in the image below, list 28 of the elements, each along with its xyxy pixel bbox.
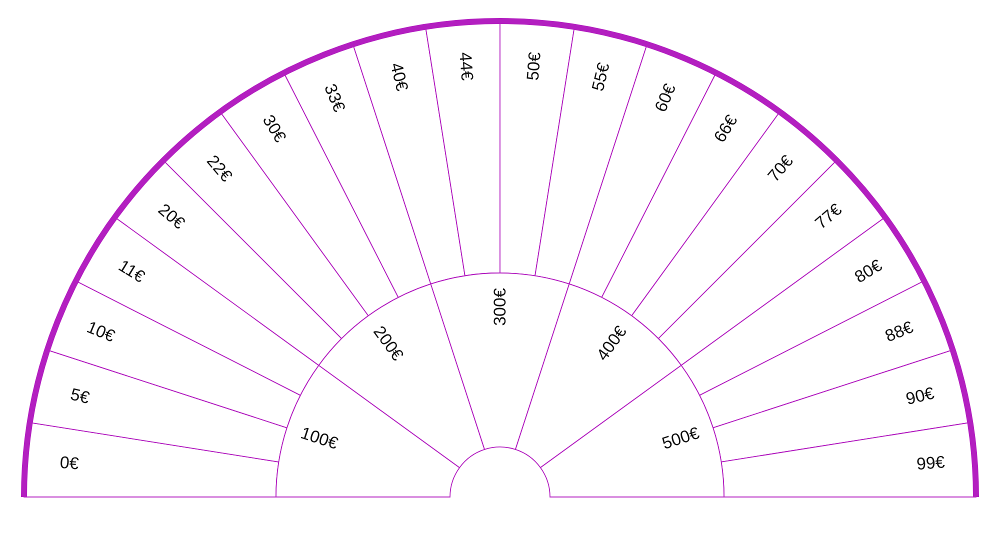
value-label: 100€ [298,423,340,454]
value-label: 0€ [59,452,80,474]
dial-sector [276,364,460,498]
value-label: 66€ [710,112,742,146]
value-label: 44€ [456,51,477,82]
dial-sector [24,422,280,498]
value-label: 99€ [916,452,946,474]
dial-sector [540,364,724,498]
value-label: 77€ [812,200,846,233]
value-label: 5€ [68,384,92,408]
value-label: 90€ [904,384,936,409]
value-label: 88€ [882,317,916,346]
dial-sector [430,273,570,450]
value-label: 70€ [764,152,797,186]
value-label: 11€ [115,256,148,286]
value-label: 55€ [588,60,614,93]
value-label: 33€ [320,81,349,115]
value-label: 300€ [490,288,510,326]
value-label: 20€ [154,200,188,233]
value-label: 40€ [386,60,412,93]
value-label: 80€ [851,256,886,287]
dial-sector [720,422,976,498]
value-label: 22€ [203,152,236,186]
value-label: 10€ [84,317,118,346]
value-label: 500€ [660,423,702,454]
value-label: 30€ [258,112,290,146]
value-label: 50€ [523,51,544,82]
value-label: 60€ [651,81,680,115]
